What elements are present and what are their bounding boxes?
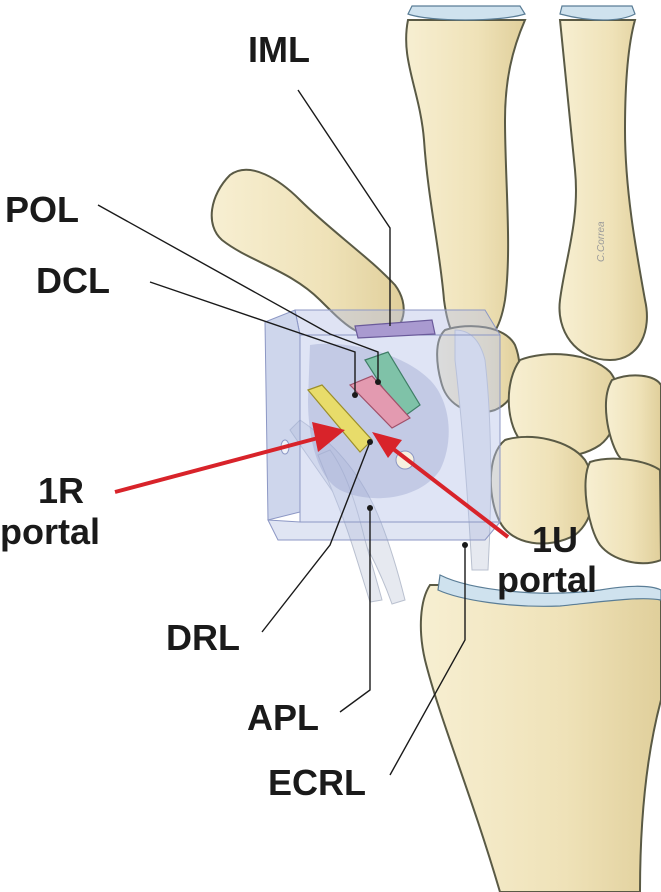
artist-signature: C.Correa xyxy=(596,221,607,262)
second-metacarpal xyxy=(406,20,525,345)
label-iml: IML xyxy=(248,29,310,70)
label-drl: DRL xyxy=(166,617,240,658)
label-dcl: DCL xyxy=(36,260,110,301)
label-1u-line2: portal xyxy=(497,559,597,600)
label-apl: APL xyxy=(247,697,319,738)
label-ecrl: ECRL xyxy=(268,762,366,803)
label-1r-line1: 1R xyxy=(38,470,84,511)
label-1u-line1: 1U xyxy=(532,519,578,560)
lunate xyxy=(585,459,661,563)
label-pol: POL xyxy=(5,189,79,230)
third-metacarpal xyxy=(559,20,646,360)
label-1r-line2: portal xyxy=(0,511,100,552)
radius xyxy=(421,585,661,892)
